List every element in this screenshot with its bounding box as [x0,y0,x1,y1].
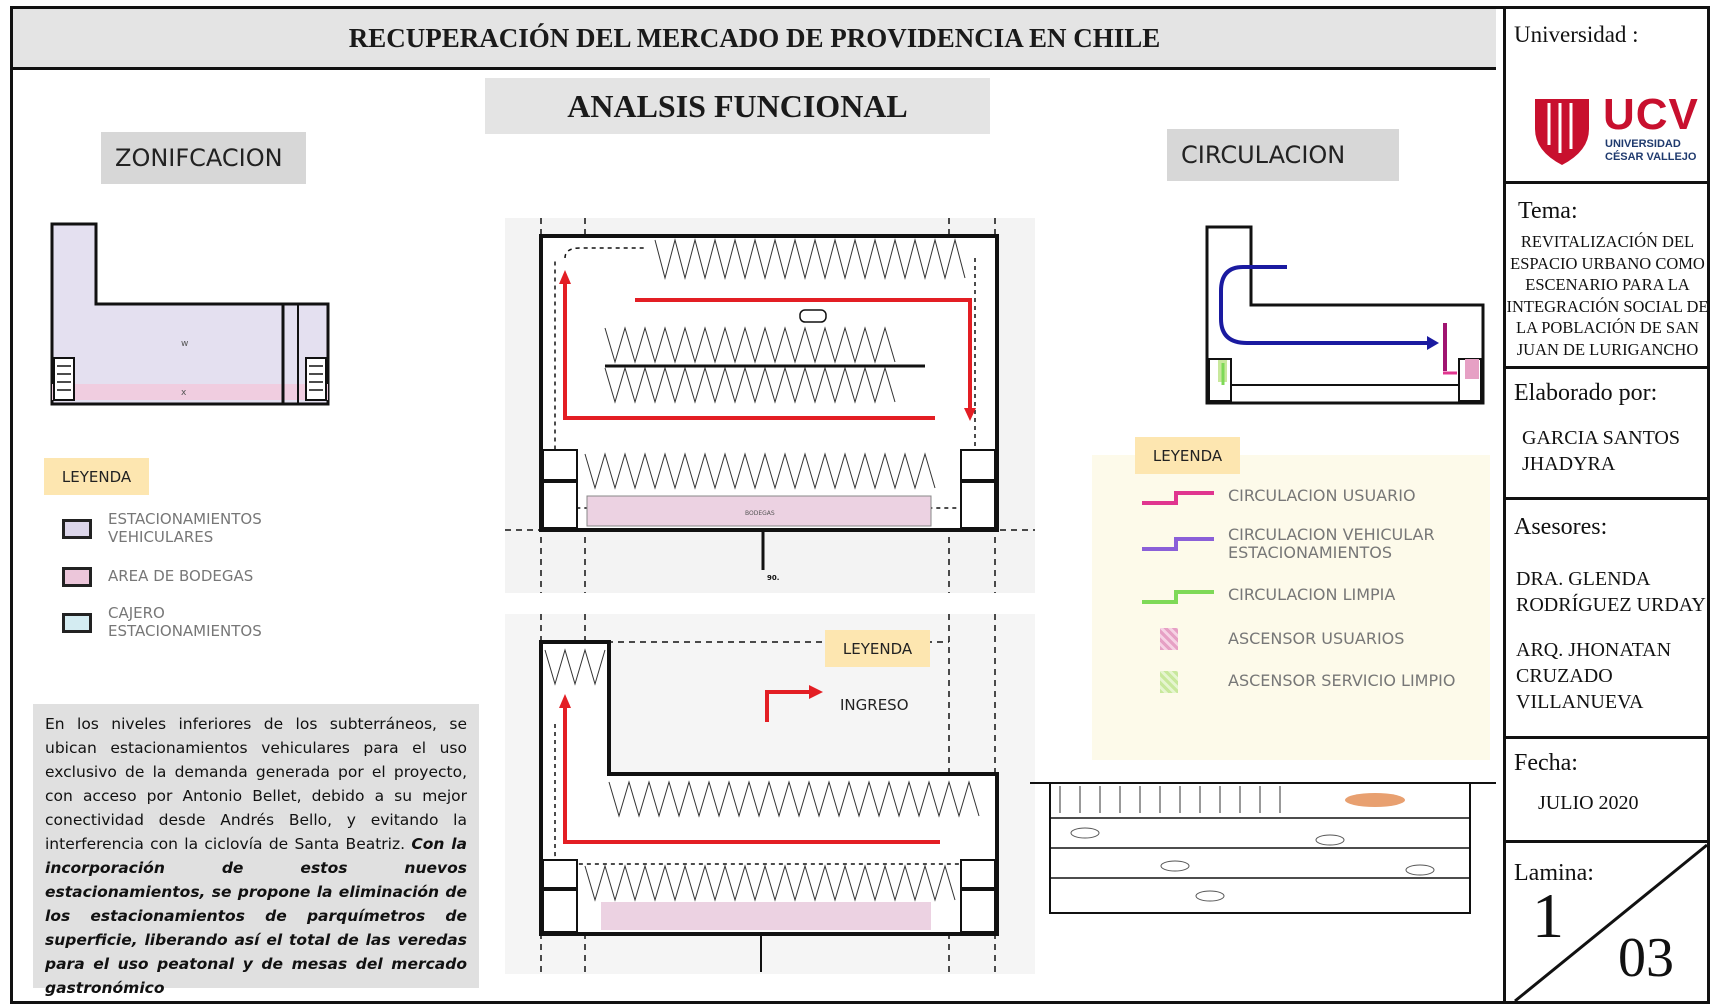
legend-swatch-ascensor-limpio [1160,671,1178,693]
storage-label-upper: BODEGAS [745,510,775,517]
elaborado-line: GARCIA SANTOS [1522,427,1680,449]
lamina-number: 1 [1532,880,1564,951]
legend-line-limpia-icon [1142,590,1214,604]
legend-swatch-ascensor-usuarios [1160,628,1178,650]
zone-x-label: x [181,388,187,398]
legend-swatch-cashier [62,613,92,633]
ucv-logo-sub2: CÉSAR VALLEJO [1605,151,1697,163]
zonificacion-plan: w x [50,222,330,406]
ingreso-arrow-icon [765,690,813,722]
sidebar-divider-1 [1503,181,1710,184]
circulacion-title: CIRCULACION [1167,129,1399,181]
asesor-2: ARQ. JHONATAN CRUZADO VILLANUEVA [1516,637,1671,715]
ingreso-label: INGRESO [840,696,909,714]
zonificacion-title: ZONIFCACION [101,132,306,184]
sidebar-divider-2 [1503,366,1710,369]
legend-line-usuario-icon [1142,491,1214,505]
legend-vehicular: CIRCULACION VEHICULAR ESTACIONAMIENTOS [1228,525,1435,562]
elaborado-label: Elaborado por: [1514,380,1658,406]
asesor-2-line: ARQ. JHONATAN [1516,639,1672,661]
ucv-logo-sub1: UNIVERSIDAD [1605,138,1681,150]
tema-line: ESPACIO URBANO COMO [1510,253,1705,273]
circulacion-title-text: CIRCULACION [1181,141,1346,169]
legend-ascensor-limpio: ASCENSOR SERVICIO LIMPIO [1228,671,1456,690]
description-text: En los niveles inferiores de los subterr… [33,704,479,997]
section-title: ANALSIS FUNCIONAL [567,87,908,124]
elaborado-text: GARCIA SANTOS JHADYRA [1522,425,1680,477]
asesor-1-line: RODRÍGUEZ URDAY [1516,594,1706,616]
sidebar-divider-3 [1503,497,1710,500]
legend-usuario: CIRCULACION USUARIO [1228,486,1416,505]
legend-item-cashier: CAJERO ESTACIONAMIENTOS [108,604,262,640]
circulacion-legend-title-text: LEYENDA [1152,446,1223,465]
entry-route-upper [563,278,972,420]
sheet-frame [10,6,1710,1004]
fecha-value: JULIO 2020 [1538,792,1639,814]
legend-item-parking: ESTACIONAMIENTOS VEHICULARES [108,510,262,546]
tema-line: JUAN DE LURIGANCHO [1516,339,1699,359]
ucv-logo-text: UCV [1603,90,1699,139]
tema-line: LA POBLACIÓN DE SAN [1516,318,1699,337]
sheet-title: RECUPERACIÓN DEL MERCADO DE PROVIDENCIA … [13,9,1496,70]
lamina-diagonal [1514,843,1708,1003]
zonificacion-legend-title-text: LEYENDA [61,467,132,486]
circulacion-plan [1205,225,1485,405]
elaborado-line: JHADYRA [1522,453,1616,475]
zonificacion-title-text: ZONIFCACION [115,144,283,172]
universidad-label: Universidad : [1514,22,1639,47]
asesor-2-line: VILLANUEVA [1516,691,1644,713]
lower-legend-title: LEYENDA [825,630,930,667]
sidebar-divider-4 [1503,736,1710,739]
tema-line: ESCENARIO PARA LA [1525,275,1690,294]
description-normal: En los niveles inferiores de los subterr… [45,715,467,853]
section-title-box: ANALSIS FUNCIONAL [485,78,990,134]
legend-limpia: CIRCULACION LIMPIA [1228,585,1396,604]
asesor-1-line: DRA. GLENDA [1516,568,1651,590]
lower-legend-title-text: LEYENDA [842,639,913,658]
description-emphasis: Con la incorporación de estos nuevos est… [45,835,467,997]
legend-line-vehicular-icon [1142,537,1214,551]
zone-w-label: w [181,339,188,349]
legend-item-storage: AREA DE BODEGAS [108,567,254,585]
entry-route-lower [563,704,940,844]
asesor-2-line: CRUZADO [1516,665,1613,687]
tema-label: Tema: [1518,198,1578,224]
tema-line: INTEGRACIÓN SOCIAL DE [1506,296,1709,316]
parking-plan-lower [505,614,1035,974]
asesor-1: DRA. GLENDA RODRÍGUEZ URDAY [1516,566,1706,618]
asesores-label: Asesores: [1514,514,1608,540]
title-block [1503,6,1710,1004]
circulacion-legend-title: LEYENDA [1135,437,1240,474]
zonificacion-legend-title: LEYENDA [44,458,149,495]
lamina-label: Lamina: [1514,860,1594,886]
ucv-logo-icon [1535,99,1589,165]
upper-plan-mark: 90. [767,574,779,582]
circulacion-legend-panel [1092,455,1490,760]
lamina-total: 03 [1618,927,1674,989]
legend-swatch-parking [62,519,92,539]
legend-ascensor-usuarios: ASCENSOR USUARIOS [1228,629,1405,648]
tema-text: REVITALIZACIÓN DEL ESPACIO URBANO COMO E… [1506,231,1709,360]
section-drawing [1030,782,1496,914]
parking-plan-upper: BODEGAS 90. [505,218,1035,593]
tema-line: REVITALIZACIÓN DEL [1520,232,1695,251]
sidebar-divider-5 [1503,840,1710,843]
fecha-label: Fecha: [1514,750,1578,776]
legend-swatch-storage [62,567,92,587]
